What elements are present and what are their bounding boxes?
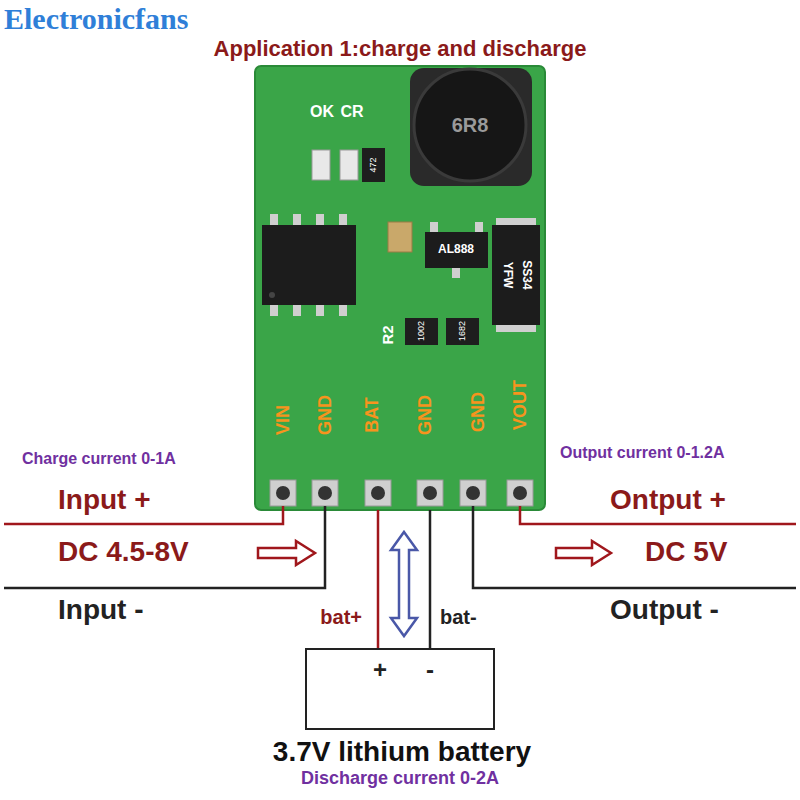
regulator-chip: [425, 222, 488, 278]
current-note: Discharge current 0-2A: [301, 768, 499, 789]
component-marking: 1682: [457, 321, 467, 341]
wire-label: bat-: [440, 606, 477, 629]
output-negative-wire: [473, 506, 796, 588]
silk-label: OK: [310, 103, 334, 121]
terminal-label: Ontput +: [610, 484, 726, 516]
pin-name: BAT: [362, 397, 383, 433]
inductor-symbol: [414, 69, 526, 181]
component-marking: YFW: [500, 262, 514, 289]
pin-pads: [270, 480, 533, 506]
component-marking: SS34: [519, 260, 533, 289]
capacitor: [388, 222, 412, 252]
pin-name: GND: [315, 395, 336, 435]
pin-name: GND: [468, 392, 489, 432]
led: [340, 150, 358, 180]
silk-label: R2: [379, 325, 396, 344]
battery-label: 3.7V lithium battery: [273, 736, 531, 768]
resistor-symbol: [405, 318, 438, 345]
input-negative-wire: [4, 506, 325, 588]
diode-symbol: [492, 218, 540, 332]
wire-label: bat+: [320, 606, 362, 629]
component-marking: 6R8: [452, 114, 489, 137]
component-marking: AL888: [438, 243, 474, 257]
pin-name: VIN: [273, 405, 294, 435]
terminal-label: Input -: [58, 594, 144, 626]
resistor-symbol: [362, 148, 385, 182]
inductor-base: [410, 68, 532, 186]
led: [312, 150, 330, 180]
battery-wire: [377, 510, 380, 648]
current-note: Charge current 0-1A: [22, 450, 176, 468]
ic-chip: [262, 214, 356, 316]
silk-label: CR: [340, 103, 363, 121]
component-marking: 1002: [416, 321, 426, 341]
resistor-symbol: [446, 318, 479, 345]
polarity-mark: -: [426, 656, 434, 684]
terminal-label: Output -: [610, 594, 719, 626]
pin-name: GND: [415, 395, 436, 435]
flow-arrow: [556, 541, 611, 565]
flow-arrow: [258, 541, 315, 565]
component-marking: 472: [368, 157, 378, 172]
pcb-board: [255, 66, 545, 510]
flow-arrow: [391, 532, 417, 636]
voltage-label: DC 5V: [645, 536, 727, 568]
voltage-label: DC 4.5-8V: [58, 536, 189, 568]
current-note: Output current 0-1.2A: [560, 444, 724, 462]
watermark: Electronicfans: [4, 2, 188, 37]
terminal-label: Input +: [58, 484, 151, 516]
pin-name: VOUT: [510, 380, 531, 430]
battery-box: +-3.7V lithium battery: [305, 648, 495, 730]
polarity-mark: +: [373, 656, 387, 684]
pcb-module: OK CR R2VIN GND BAT GND GND VOUT: [255, 66, 545, 510]
diagram-title: Application 1:charge and discharge: [214, 36, 587, 61]
battery-wire: [429, 510, 432, 648]
